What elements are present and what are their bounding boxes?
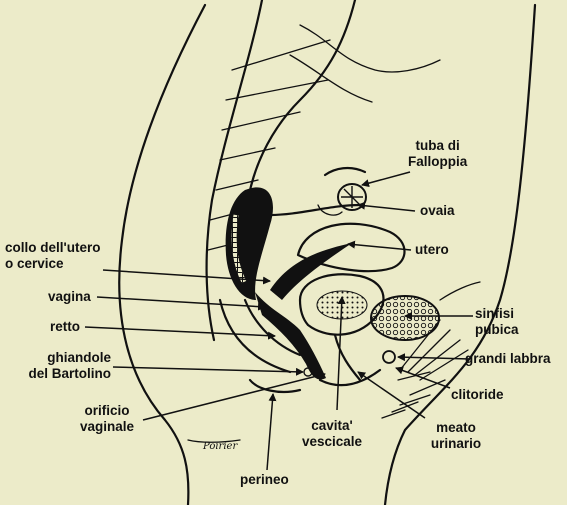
label-line: o cervice — [5, 256, 100, 272]
label-retto: retto — [50, 319, 80, 335]
label-line: del Bartolino — [5, 366, 111, 382]
label-line: vescicale — [293, 434, 371, 450]
label-grandi-labbra: grandi labbra — [465, 351, 551, 367]
label-vagina: vagina — [48, 289, 91, 305]
label-orificio-vaginale: orificio vaginale — [70, 403, 144, 435]
clitoris — [383, 351, 395, 363]
label-cavita-vescicale: cavita' vescicale — [293, 418, 371, 450]
label-line: sinfisi — [475, 306, 519, 322]
label-utero: utero — [415, 242, 449, 258]
label-collo-utero: collo dell'utero o cervice — [5, 240, 100, 272]
label-line: vaginale — [70, 419, 144, 435]
label-line: orificio — [70, 403, 144, 419]
label-ghiandole-bartolino: ghiandole del Bartolino — [5, 350, 111, 382]
label-ovaia: ovaia — [420, 203, 455, 219]
label-perineo: perineo — [240, 472, 289, 488]
label-sinfisi-pubica: sinfisi pubica — [475, 306, 519, 338]
label-line: meato — [425, 420, 487, 436]
label-meato-urinario: meato urinario — [425, 420, 487, 452]
uterus — [270, 205, 405, 300]
label-line: tuba di — [408, 138, 467, 154]
label-clitoride: clitoride — [451, 387, 504, 403]
label-line: ghiandole — [5, 350, 111, 366]
label-tuba-di-falloppia: tuba di Falloppia — [408, 138, 467, 170]
label-line: Falloppia — [408, 154, 467, 170]
label-line: cavita' — [293, 418, 371, 434]
label-line: urinario — [425, 436, 487, 452]
label-line: pubica — [475, 322, 519, 338]
label-line: collo dell'utero — [5, 240, 100, 256]
